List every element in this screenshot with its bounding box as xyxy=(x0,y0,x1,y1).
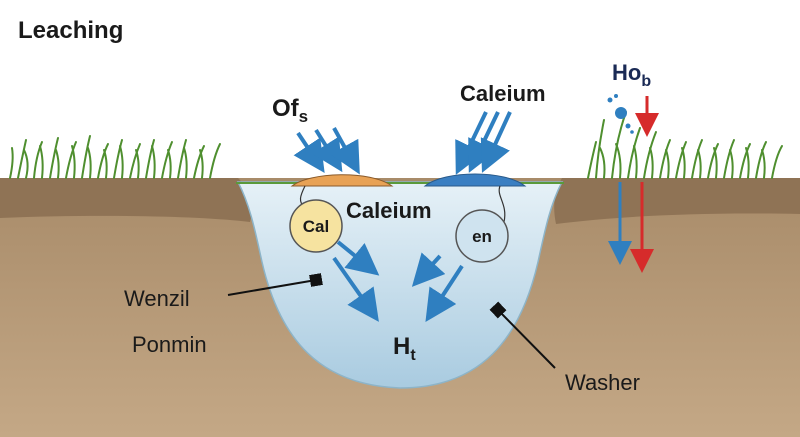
label-caleium-mid: Caleium xyxy=(346,198,432,223)
grass-right-icon xyxy=(587,111,783,179)
caleium-arrow-2 xyxy=(468,111,500,173)
topsoil-left xyxy=(0,178,252,222)
caleium-arrow-3 xyxy=(480,111,512,173)
label-washer: Washer xyxy=(565,370,640,395)
cal-circle xyxy=(289,199,343,253)
orange-mound xyxy=(290,174,394,187)
water-arrows xyxy=(332,240,464,323)
of-arrow-3 xyxy=(330,127,360,175)
water-arrow-4 xyxy=(425,264,464,323)
label-ponmin: Ponmin xyxy=(132,332,207,357)
label-ho: Hob xyxy=(612,60,651,90)
water-arrow-3 xyxy=(411,252,446,287)
en-circle xyxy=(455,209,509,263)
label-wenzil: Wenzil xyxy=(124,286,190,311)
label-caleium-top: Caleium xyxy=(460,81,546,106)
of-arrows xyxy=(293,127,360,175)
water-arrow-1 xyxy=(336,240,380,276)
diagram-title: Leaching xyxy=(18,17,123,44)
wenzil-pointer xyxy=(227,273,323,296)
topsoil-right xyxy=(554,178,800,224)
of-arrow-2 xyxy=(311,128,343,173)
caleium-arrow-1 xyxy=(455,111,488,175)
caleium-arrows xyxy=(455,111,512,175)
label-cal: Cal xyxy=(303,217,329,236)
grass-left-icon xyxy=(9,135,221,179)
of-arrow-1 xyxy=(293,131,325,173)
bubbles-icon xyxy=(607,94,634,134)
washer-pointer xyxy=(489,301,556,369)
water-arrow-2 xyxy=(332,256,379,322)
label-en: en xyxy=(472,227,492,246)
label-of: Ofs xyxy=(272,95,308,126)
en-connector xyxy=(498,185,506,223)
label-h: Ht xyxy=(393,333,416,364)
blue-mound xyxy=(423,173,527,187)
